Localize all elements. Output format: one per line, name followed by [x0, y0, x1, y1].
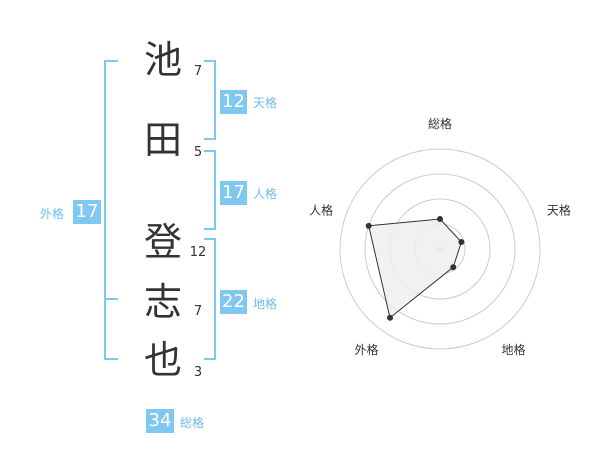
radar-point-4	[387, 314, 394, 321]
radar-series-area	[368, 218, 462, 319]
name-char-1: 池	[143, 38, 182, 82]
chikaku-value-box: 22	[220, 290, 247, 314]
stroke-count-3: 12	[189, 245, 207, 260]
chikaku-label: 地格	[253, 297, 278, 311]
soukaku-value-box: 34	[146, 409, 174, 433]
gaikaku-label: 外格	[40, 207, 65, 221]
chikaku-bracket	[204, 238, 216, 360]
jinkaku-value-box: 17	[220, 181, 247, 205]
radar-axis-label: 天格	[547, 202, 571, 217]
tenkaku-label: 天格	[253, 96, 278, 110]
name-char-5: 也	[143, 338, 182, 382]
radar-point-2	[458, 239, 465, 246]
radar-axis-label: 地格	[501, 342, 525, 357]
stroke-count-4: 7	[193, 304, 203, 319]
jinkaku-bracket	[204, 150, 216, 230]
radar-axis-label: 外格	[354, 342, 378, 357]
radar-grid-ring	[339, 148, 541, 350]
jinkaku-label: 人格	[253, 187, 278, 201]
stroke-count-5: 3	[193, 365, 203, 380]
gaikaku-bracket-divider	[104, 298, 118, 300]
radar-point-3	[450, 264, 457, 271]
gaikaku-bracket	[104, 60, 118, 360]
radar-point-1	[437, 216, 443, 222]
tenkaku-value-box: 12	[220, 90, 247, 114]
gaikaku-value-box: 17	[73, 200, 101, 224]
radar-axis-label: 総格	[428, 116, 452, 131]
radar-axis-label: 人格	[309, 202, 333, 217]
stroke-count-2: 5	[193, 145, 203, 160]
soukaku-label: 総格	[180, 416, 205, 430]
radar-grid-ring	[364, 173, 516, 325]
radar-point-5	[365, 222, 372, 229]
tenkaku-bracket	[204, 60, 216, 140]
stroke-count-1: 7	[193, 64, 203, 79]
name-char-4: 志	[143, 280, 182, 324]
name-char-2: 田	[143, 118, 182, 162]
name-char-3: 登	[143, 220, 182, 264]
